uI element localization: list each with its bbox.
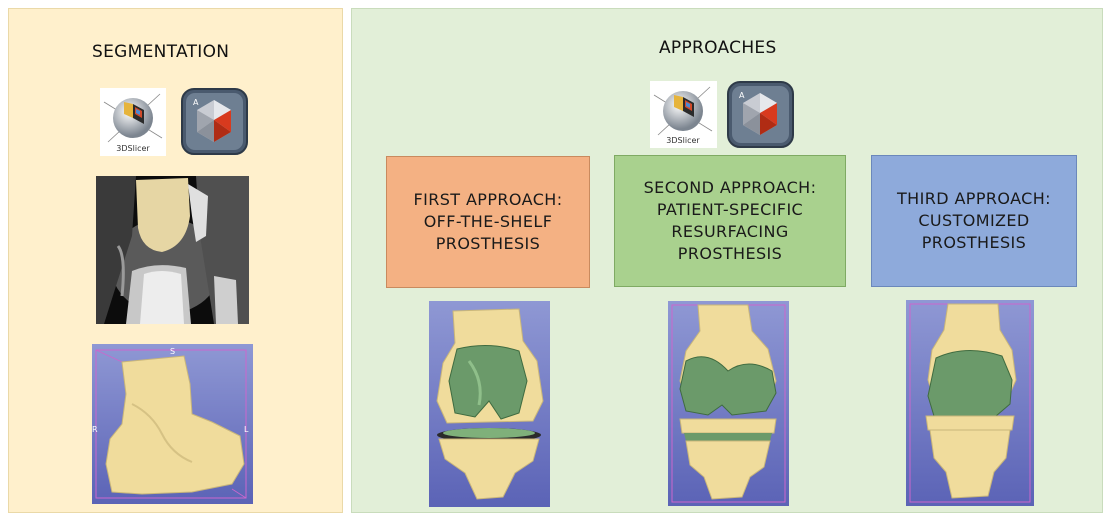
3dslicer-label: 3DSlicer [116, 144, 150, 153]
customized-prosthesis-3d-view [906, 300, 1034, 506]
3dslicer-icon: 3DSlicer [100, 88, 166, 156]
3dslicer-icon: 3DSlicer [650, 81, 717, 148]
svg-text:A: A [739, 91, 745, 100]
resurfacing-prosthesis-3d-view [668, 301, 789, 506]
3dslicer-label: 3DSlicer [666, 136, 700, 145]
segmentation-title: SEGMENTATION [92, 42, 229, 62]
mri-knee-image [96, 176, 249, 324]
first-approach-box: FIRST APPROACH: OFF-THE-SHELF PROSTHESIS [386, 156, 590, 288]
view-label-superior: S [170, 347, 175, 356]
approaches-title: APPROACHES [659, 38, 777, 58]
meshmixer-icon: A [727, 81, 794, 148]
svg-text:A: A [193, 98, 199, 107]
off-the-shelf-prosthesis-3d-view [429, 301, 550, 507]
segmented-femur-3d-view: S R L [92, 344, 253, 504]
meshmixer-icon: A [181, 88, 248, 155]
second-approach-box: SECOND APPROACH: PATIENT-SPECIFIC RESURF… [614, 155, 846, 287]
view-label-left: L [244, 425, 249, 434]
third-approach-box: THIRD APPROACH: CUSTOMIZED PROSTHESIS [871, 155, 1077, 287]
view-label-right: R [92, 425, 98, 434]
